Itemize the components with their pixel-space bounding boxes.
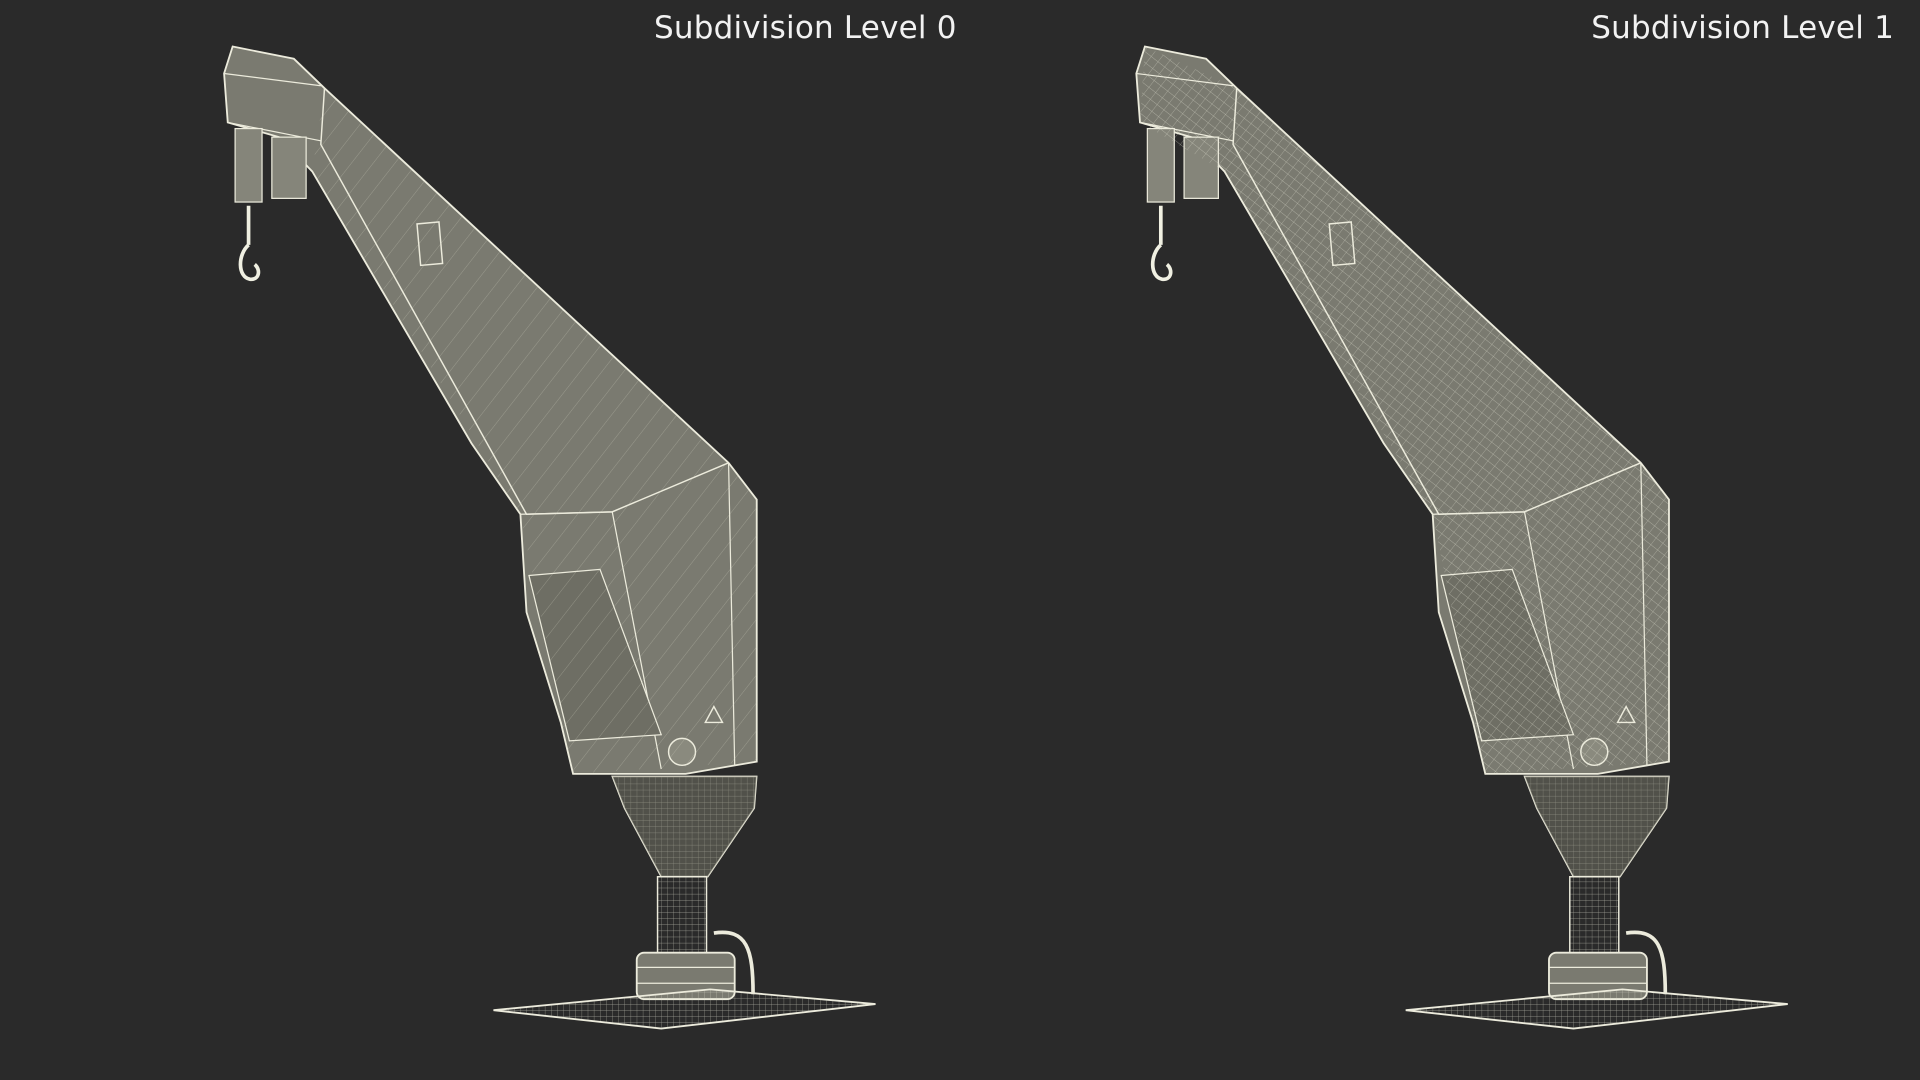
view-label-subdivision-0: Subdivision Level 0 xyxy=(654,10,957,46)
crane-subdivision-0 xyxy=(222,44,878,1031)
view-label-subdivision-1: Subdivision Level 1 xyxy=(1591,10,1894,46)
crane-subdivision-1 xyxy=(1134,44,1790,1031)
